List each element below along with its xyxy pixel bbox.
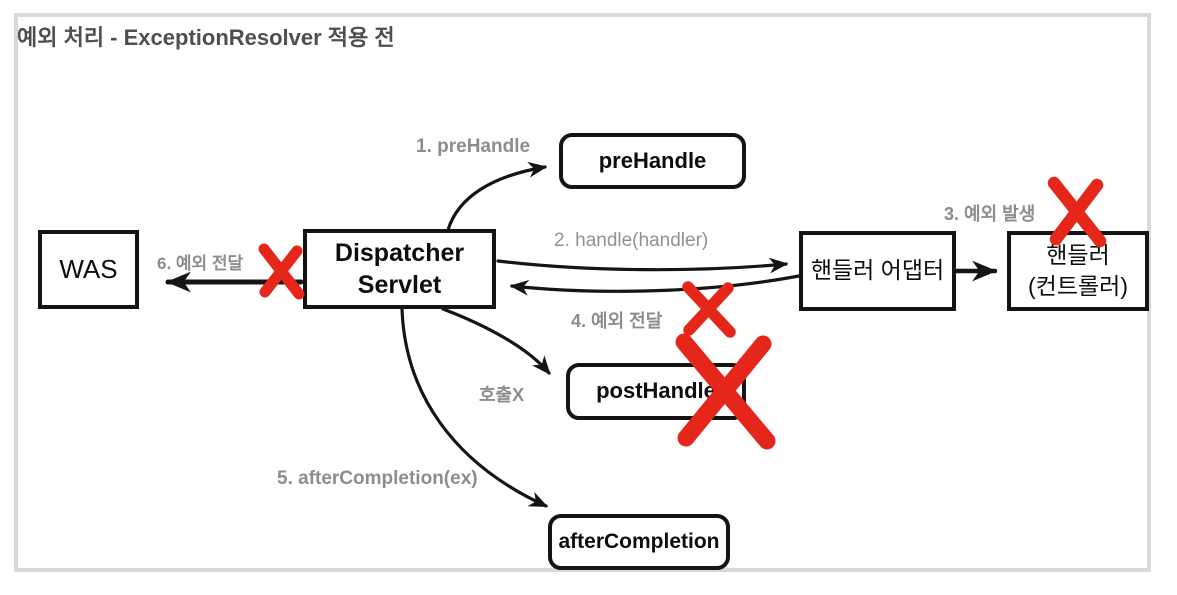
- node-dispatcher-line1: Dispatcher: [334, 238, 465, 267]
- arrow-dispatcher-to-posthandle: [441, 307, 551, 375]
- node-prehandle-label: preHandle: [598, 147, 707, 173]
- arrow-dispatcher-to-prehandle: [446, 161, 548, 232]
- diagram-title: 예외 처리 - ExceptionResolver 적용 전: [17, 25, 395, 50]
- node-dispatcher-servlet: Dispatcher Servlet: [303, 229, 496, 309]
- edge-label-step6: 6. 예외 전달: [157, 254, 244, 273]
- node-handler-line2: (컨트롤러): [1028, 273, 1128, 299]
- node-handler-controller: 핸들러 (컨트롤러): [1007, 231, 1149, 311]
- edge-label-step3: 3. 예외 발생: [944, 204, 1036, 224]
- node-aftercompletion-label: afterCompletion: [558, 530, 720, 554]
- arrow-dispatcher-to-handler-adapter: [496, 257, 789, 274]
- node-dispatcher-line2: Servlet: [357, 271, 442, 299]
- edge-label-step4: 4. 예외 전달: [571, 311, 663, 331]
- edge-label-step1: 1. preHandle: [416, 136, 531, 157]
- node-handler-line1: 핸들러: [1046, 241, 1110, 268]
- edge-label-step5: 5. afterCompletion(ex): [277, 468, 478, 489]
- node-prehandle: preHandle: [559, 133, 746, 189]
- node-was-label: WAS: [59, 253, 118, 284]
- slide-border: [14, 13, 1151, 572]
- node-posthandle: postHandle: [566, 363, 746, 420]
- node-aftercompletion: afterCompletion: [548, 514, 730, 570]
- node-posthandle-label: postHandle: [596, 378, 716, 404]
- node-was: WAS: [38, 230, 139, 309]
- edge-label-step2: 2. handle(handler): [554, 230, 709, 251]
- arrow-dispatcher-to-aftercompletion: [400, 307, 549, 508]
- arrow-handler-adapter-to-dispatcher: [509, 274, 801, 296]
- node-handler-adapter-label: 핸들러 어댑터: [810, 257, 945, 284]
- edge-label-no-call: 호출X: [479, 385, 525, 405]
- node-handler-adapter: 핸들러 어댑터: [799, 231, 956, 311]
